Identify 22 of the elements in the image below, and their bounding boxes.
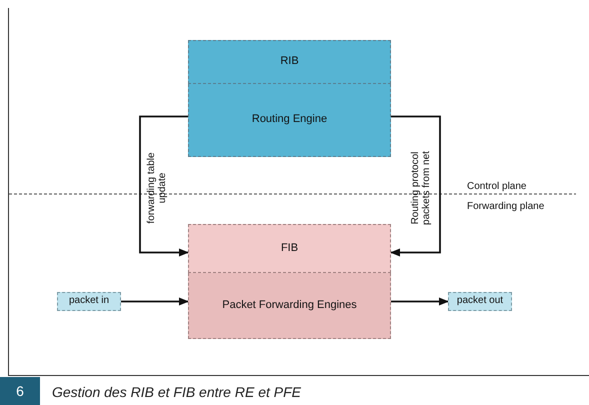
- rib-section: [188, 40, 391, 84]
- node-label: Packet Forwarding Engines: [221, 298, 358, 312]
- node-label: packet in: [68, 295, 110, 308]
- arrow: [139, 116, 189, 256]
- edge-label: Routing protocol packets from net: [410, 150, 432, 227]
- figure-number: 6: [0, 377, 40, 405]
- caption: Gestion des RIB et FIB entre RE et PFE: [52, 383, 301, 402]
- arrow: [121, 298, 189, 306]
- fib-section: [188, 224, 391, 273]
- edge-label: forwarding table update: [146, 151, 168, 226]
- node-label: Routing Engine: [250, 113, 328, 127]
- node-label: packet out: [456, 295, 504, 308]
- routing-engine-box: [188, 84, 391, 157]
- arrow: [391, 298, 449, 306]
- node-label: RIB: [279, 55, 300, 69]
- plane-label: Control plane: [467, 180, 526, 194]
- plane-label: Forwarding plane: [467, 200, 544, 214]
- forwarding-engine-box: [188, 273, 391, 339]
- output-box: [448, 292, 512, 311]
- input-box: [57, 292, 121, 311]
- node-label: FIB: [280, 242, 300, 256]
- arrow: [390, 116, 441, 256]
